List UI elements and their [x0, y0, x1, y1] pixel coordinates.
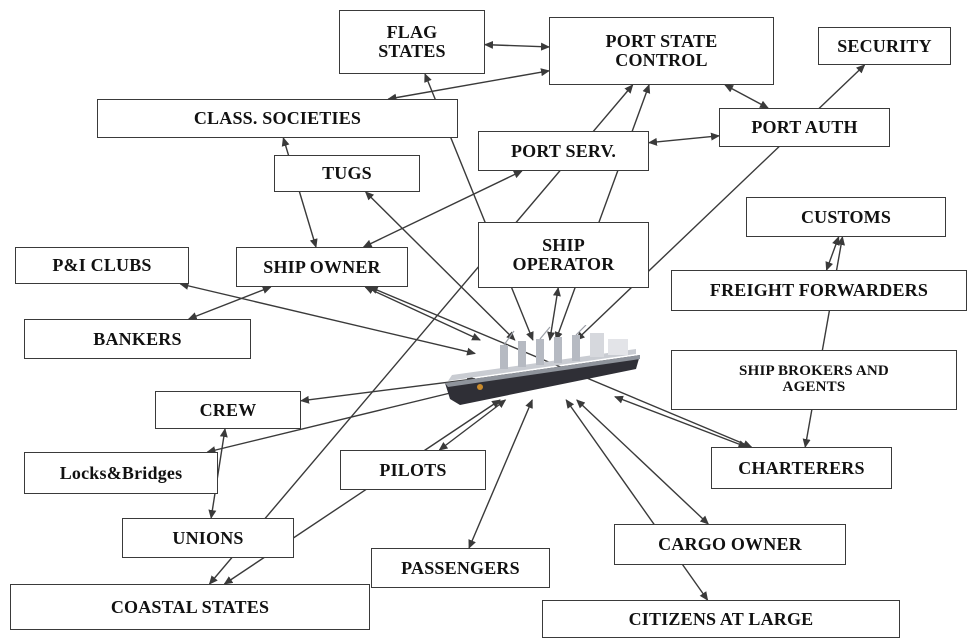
- link-port_state_control-class_societies: [387, 68, 550, 102]
- cargo-ship-illustration: [445, 325, 640, 405]
- node-flag-states: FLAG STATES: [339, 10, 485, 74]
- node-security: SECURITY: [818, 27, 951, 65]
- node-bankers: BANKERS: [24, 319, 251, 359]
- node-customs: CUSTOMS: [746, 197, 946, 237]
- link-bankers-ship_owner: [187, 286, 272, 320]
- node-pilots: PILOTS: [340, 450, 486, 490]
- node-tugs: TUGS: [274, 155, 420, 192]
- link-flag_states-port_state_control: [484, 40, 550, 51]
- ship-deck: [448, 325, 636, 390]
- node-freight-forwarders: FREIGHT FORWARDERS: [671, 270, 967, 311]
- node-ship-operator: SHIP OPERATOR: [478, 222, 649, 288]
- link-port_auth-port_serv: [648, 132, 720, 146]
- ship-hull: [445, 355, 640, 405]
- node-ship-brokers-and-agents: SHIP BROKERS AND AGENTS: [671, 350, 957, 410]
- link-port_state_control-ship: [554, 84, 651, 341]
- node-charterers: CHARTERERS: [711, 447, 892, 489]
- node-pi-clubs: P&I CLUBS: [15, 247, 189, 284]
- node-port-auth: PORT AUTH: [719, 108, 890, 147]
- link-port_state_control-port_auth: [724, 84, 769, 109]
- link-crew-unions: [208, 428, 228, 519]
- node-locks-bridges: Locks&Bridges: [24, 452, 218, 494]
- node-cargo-owner: CARGO OWNER: [614, 524, 846, 565]
- node-citizens-at-large: CITIZENS AT LARGE: [542, 600, 900, 638]
- node-coastal-states: COASTAL STATES: [10, 584, 370, 630]
- node-class-societies: CLASS. SOCIETIES: [97, 99, 458, 138]
- node-unions: UNIONS: [122, 518, 294, 558]
- node-port-serv: PORT SERV.: [478, 131, 649, 171]
- node-port-state-control: PORT STATE CONTROL: [549, 17, 774, 85]
- node-passengers: PASSENGERS: [371, 548, 550, 588]
- node-ship-owner: SHIP OWNER: [236, 247, 408, 287]
- link-citizens_at_large-ship: [565, 399, 709, 601]
- link-ship-cargo_owner: [576, 399, 709, 525]
- node-crew: CREW: [155, 391, 301, 429]
- link-customs-charterers: [802, 236, 845, 448]
